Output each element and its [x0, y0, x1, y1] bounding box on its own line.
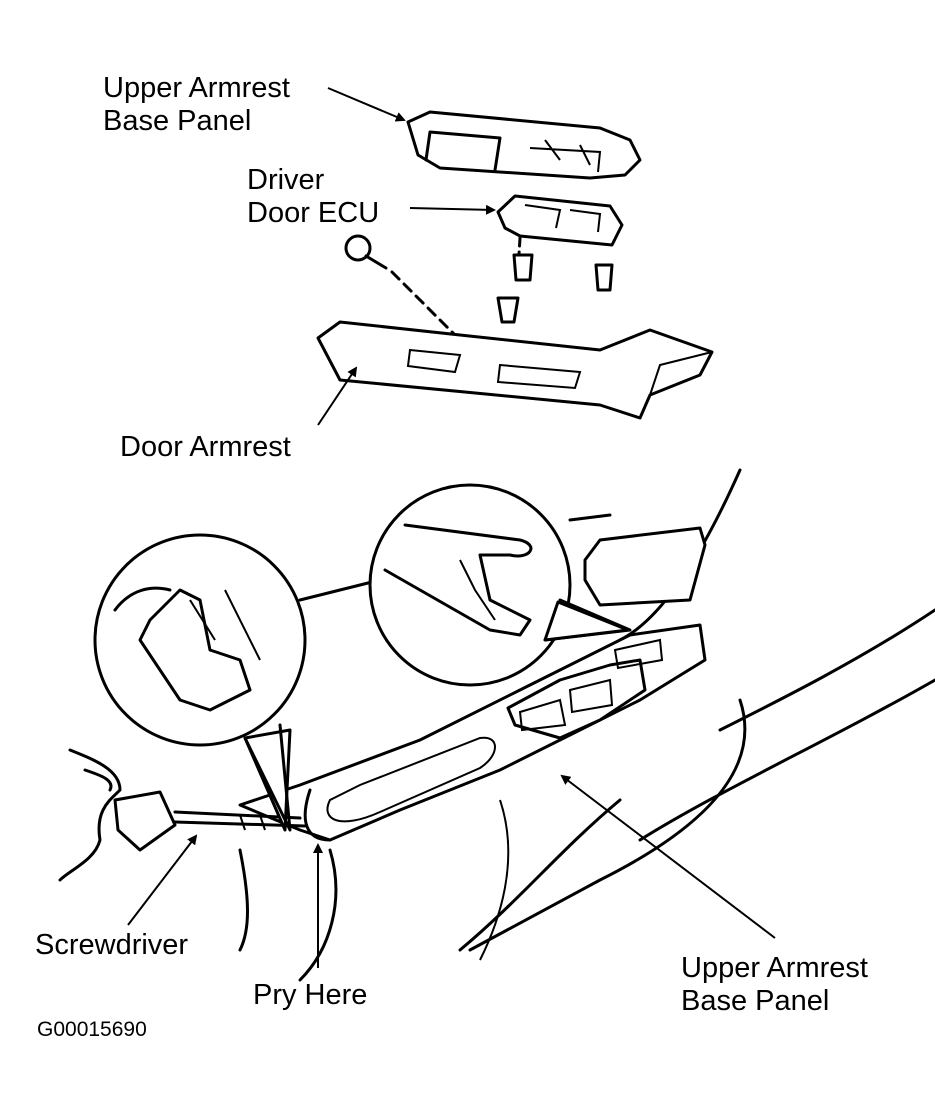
label-pry-here: Pry Here: [253, 979, 368, 1011]
label-upper-armrest-base-panel-top: Upper Armrest Base Panel: [103, 72, 290, 138]
label-line: Door ECU: [247, 197, 380, 229]
label-line: Base Panel: [681, 985, 830, 1017]
label-line: Upper Armrest: [681, 952, 868, 984]
leader-arrows: [127, 87, 776, 968]
label-upper-armrest-base-panel-bottom: Upper Armrest Base Panel: [681, 952, 868, 1018]
detail-circle-right: [368, 483, 632, 687]
label-door-armrest: Door Armrest: [120, 431, 291, 463]
detail-circle-left: [93, 533, 307, 832]
door-panel: [238, 468, 935, 982]
armrest-installed: [238, 623, 707, 842]
upper-armrest-base-panel-exploded: [406, 110, 642, 180]
screw: [344, 234, 462, 342]
door-armrest: [316, 320, 714, 420]
label-screwdriver: Screwdriver: [35, 929, 189, 961]
driver-door-ecu: [496, 194, 624, 324]
figure-id: G00015690: [37, 1018, 147, 1041]
label-driver-door-ecu: Driver Door ECU: [247, 164, 379, 230]
label-line: Upper Armrest: [103, 72, 290, 104]
label-line: Driver: [247, 164, 325, 196]
label-line: Base Panel: [103, 105, 252, 137]
